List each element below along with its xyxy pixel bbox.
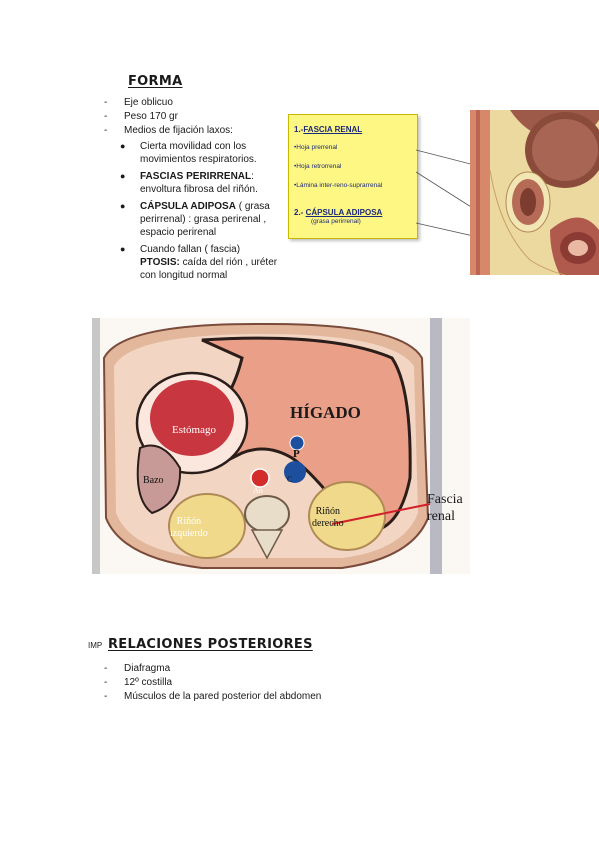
forma-list: -Eje oblicuo -Peso 170 gr -Medios de fij… [104,96,294,138]
list-item: -Diafragma [104,663,171,674]
box-item: •Hoja retrorrenal [294,163,342,170]
list-item: -12º costilla [104,677,173,688]
label-rinon-izquierdo: Riñón izquierdo [170,516,208,539]
relaciones-heading: RELACIONES POSTERIORES [108,637,313,652]
label-aorta: Ao [253,486,263,495]
list-item: ●Cuando fallan ( fascia) PTOSIS: caída d… [120,244,278,281]
label-fascia-renal: Fascia renal [427,492,463,524]
sagittal-kidney-image [470,110,599,275]
list-item: -Peso 170 gr [104,111,178,122]
box-heading-capsula: 2.- CÁPSULA ADIPOSA [294,208,383,217]
list-item: ●CÁPSULA ADIPOSA ( grasa perirrenal) : g… [120,201,270,238]
list-item: -Músculos de la pared posterior del abdo… [104,691,322,702]
list-item: ●FASCIAS PERIRRENAL: envoltura fibrosa d… [120,171,258,195]
label-rinon-derecho: Riñón derecho [312,506,344,529]
cross-section-image [92,318,470,574]
label-bazo: Bazo [143,475,164,486]
forma-heading: FORMA [128,74,183,89]
relaciones-list: -Diafragma -12º costilla -Músculos de la… [104,662,404,704]
list-item: ●Cierta movilidad con los movimientos re… [120,141,257,165]
fascia-info-box: 1.-FASCIA RENAL •Hoja prerrenal •Hoja re… [288,114,418,239]
box-item: •Lámina inter-reno-suprarrenal [294,182,383,189]
label-c: C [287,475,293,484]
box-item: •Hoja prerrenal [294,144,338,151]
label-higado: HÍGADO [290,403,361,422]
list-item: -Eje oblicuo [104,97,173,108]
box-heading-fascia: 1.-FASCIA RENAL [294,125,363,134]
forma-sublist: ●Cierta movilidad con los movimientos re… [120,140,290,282]
box-subheading: (grasa perirrenal) [311,218,361,225]
list-item: -Medios de fijación laxos: [104,125,233,136]
label-estomago: Estómago [172,424,216,436]
imp-tag: IMP [88,641,103,650]
label-p: P [293,448,300,460]
